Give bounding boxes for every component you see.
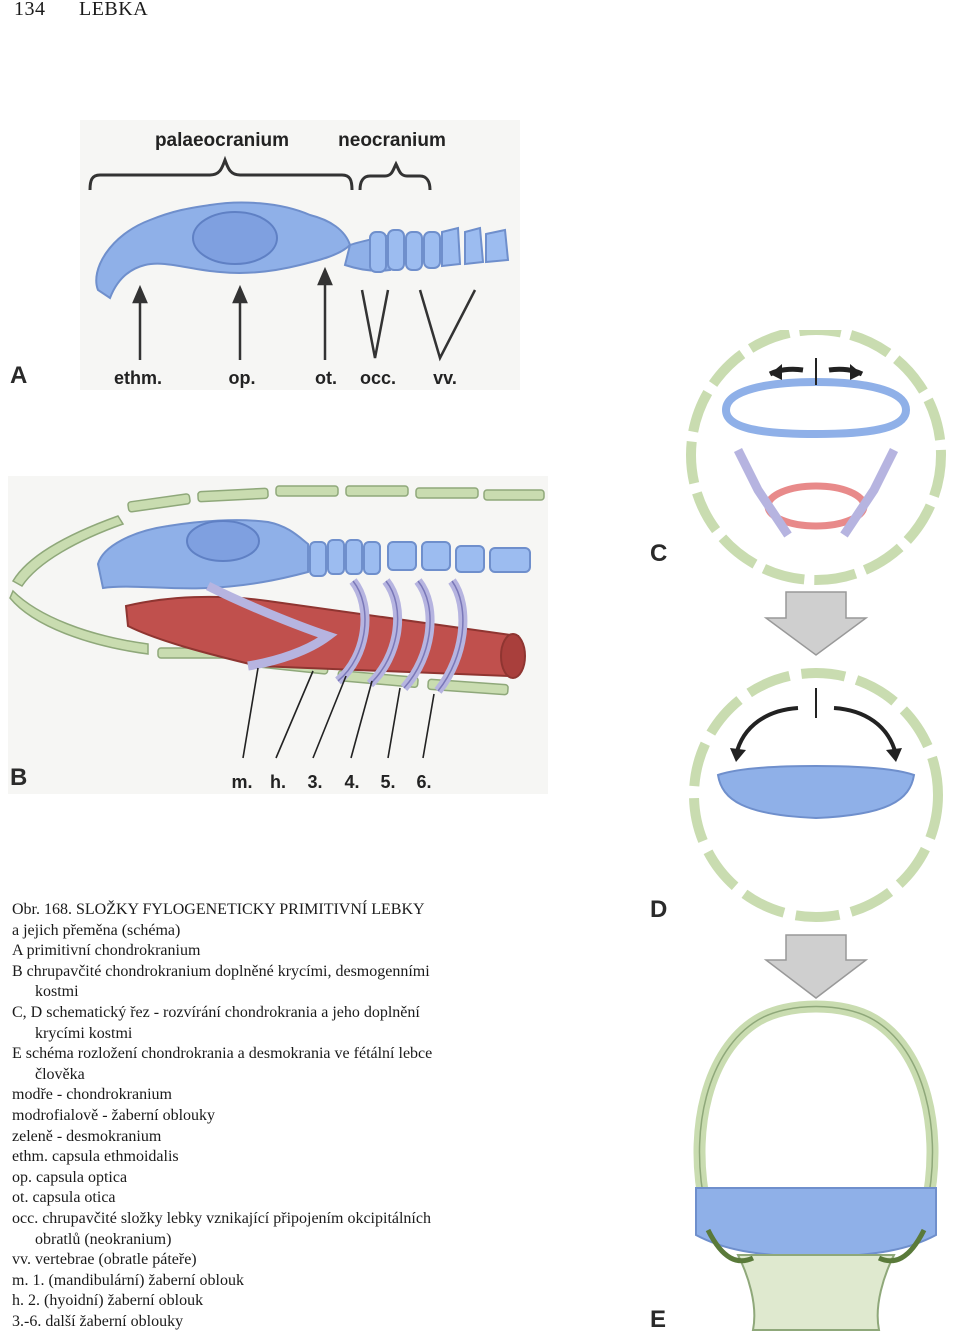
occ-label: occ. bbox=[360, 368, 396, 388]
caption-item-a: A primitivní chondrokranium bbox=[12, 942, 201, 960]
op-label: op. bbox=[229, 368, 256, 388]
transition-arrow-2 bbox=[763, 934, 869, 999]
section-c bbox=[686, 330, 946, 585]
caption-item-cd-cont: krycími kostmi bbox=[35, 1024, 133, 1042]
caption-abbr-h: h. 2. (hyoidní) žaberní oblouk bbox=[12, 1292, 204, 1310]
caption-item-e: E schéma rozložení chondrokrania a desmo… bbox=[12, 1045, 433, 1063]
figure-cde bbox=[686, 330, 946, 1331]
caption-subtitle: a jejich přeměna (schéma) bbox=[12, 921, 181, 939]
caption-title: Obr. 168. SLOŽKY FYLOGENETICKY PRIMITIVN… bbox=[12, 901, 425, 918]
m-label: m. bbox=[231, 772, 252, 792]
caption-item-b: B chrupavčité chondrokranium doplněné kr… bbox=[12, 962, 430, 980]
caption-item-e-cont: člověka bbox=[35, 1065, 85, 1083]
figure-a: palaeocranium neocranium ethm. op. ot. o… bbox=[80, 120, 520, 390]
caption-abbr-occ: occ. chrupavčité složky lebky vznikající… bbox=[12, 1209, 431, 1227]
caption-abbr-3-6: 3.-6. další žaberní oblouky bbox=[12, 1312, 184, 1330]
optic-capsule bbox=[192, 211, 278, 265]
caption-abbr-m: m. 1. (mandibulární) žaberní oblouk bbox=[12, 1271, 244, 1289]
panel-c-letter: C bbox=[650, 540, 668, 567]
palaeocranium-brace bbox=[88, 155, 354, 191]
neocranium-label: neocranium bbox=[338, 130, 446, 151]
neocranium-brace bbox=[358, 160, 432, 191]
arch-3-label: 3. bbox=[307, 772, 322, 792]
arch-6-label: 6. bbox=[416, 772, 431, 792]
arch-4-label: 4. bbox=[344, 772, 359, 792]
panel-b-letter: B bbox=[10, 764, 28, 791]
h-label: h. bbox=[270, 772, 286, 792]
page-header: 134 LEBKA bbox=[14, 0, 148, 21]
panel-a-letter: A bbox=[10, 362, 28, 389]
caption-abbr-ethm: ethm. capsula ethmoidalis bbox=[12, 1148, 179, 1166]
caption-abbr-op: op. capsula optica bbox=[12, 1168, 128, 1186]
figure-caption: Obr. 168. SLOŽKY FYLOGENETICKY PRIMITIVN… bbox=[12, 900, 612, 1332]
panel-e-letter: E bbox=[650, 1306, 667, 1333]
chapter-title: LEBKA bbox=[79, 0, 149, 20]
caption-item-b-cont: kostmi bbox=[35, 983, 79, 1001]
caption-abbr-occ-cont: obratlů (neokranium) bbox=[35, 1230, 172, 1248]
caption-color-blue: modře - chondrokranium bbox=[12, 1086, 172, 1104]
caption-color-green: zeleně - desmokranium bbox=[12, 1127, 162, 1145]
caption-color-violet: modrofialově - žaberní oblouky bbox=[12, 1106, 216, 1124]
vv-label: vv. bbox=[433, 368, 457, 388]
section-d bbox=[689, 668, 943, 922]
caption-item-cd: C, D schematický řez - rozvírání chondro… bbox=[12, 1003, 420, 1021]
page-number: 134 bbox=[14, 0, 46, 20]
caption-abbr-vv: vv. vertebrae (obratle páteře) bbox=[12, 1251, 197, 1269]
section-e bbox=[693, 1000, 939, 1331]
panel-d-letter: D bbox=[650, 896, 668, 923]
figure-b: m. h. 3. 4. 5. 6. bbox=[8, 476, 548, 794]
ethm-label: ethm. bbox=[114, 368, 162, 388]
palaeocranium-label: palaeocranium bbox=[155, 130, 289, 151]
arch-5-label: 5. bbox=[380, 772, 395, 792]
ot-label: ot. bbox=[315, 368, 337, 388]
caption-abbr-ot: ot. capsula otica bbox=[12, 1189, 116, 1207]
transition-arrow-1 bbox=[763, 591, 869, 656]
